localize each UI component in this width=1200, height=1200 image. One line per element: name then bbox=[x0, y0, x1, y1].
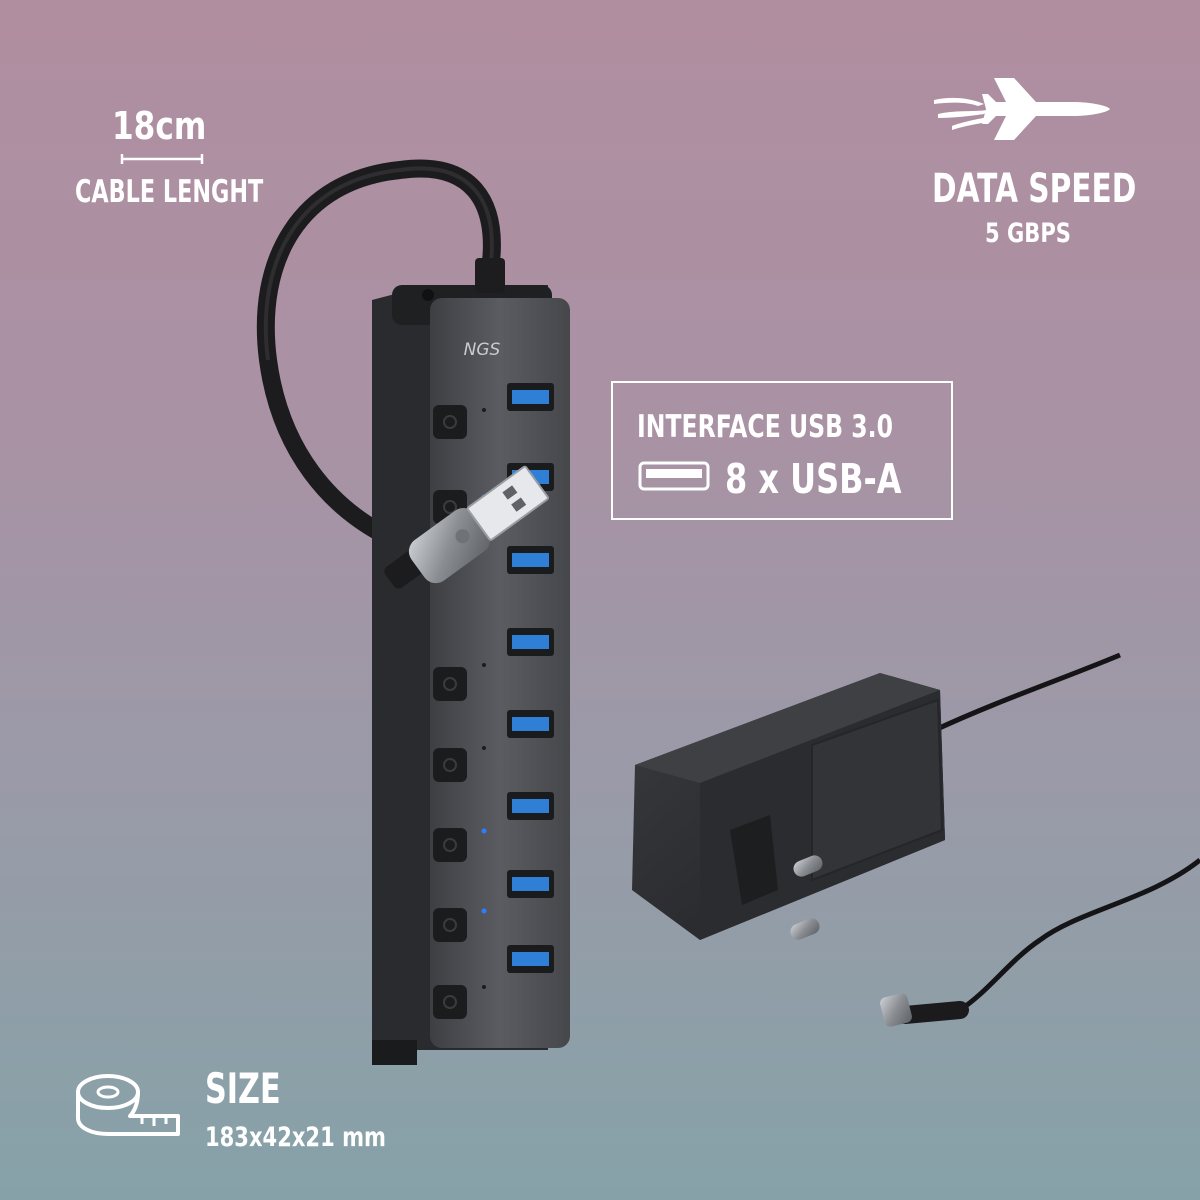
usb-plug bbox=[384, 465, 549, 589]
hub-brand-logo: NGS bbox=[464, 340, 501, 360]
hub-ports bbox=[433, 383, 554, 1019]
data-speed-value: 5 GBPS bbox=[985, 218, 1071, 249]
jet-icon bbox=[934, 78, 1110, 140]
size-label: SIZE bbox=[205, 1064, 281, 1113]
tape-measure-icon bbox=[76, 1074, 180, 1136]
interface-title: INTERFACE USB 3.0 bbox=[637, 409, 894, 445]
power-adapter bbox=[632, 673, 945, 940]
interface-ports: 8 x USB-A bbox=[725, 455, 902, 503]
usb-port-icon bbox=[638, 461, 710, 491]
adapter-cable bbox=[880, 652, 1200, 1027]
ruler-icon bbox=[120, 154, 204, 164]
usb-hub: NGS bbox=[372, 258, 570, 1065]
data-speed-block: DATA SPEED 5 GBPS bbox=[920, 66, 1140, 256]
usb-cable bbox=[256, 159, 501, 549]
data-speed-label: DATA SPEED bbox=[932, 166, 1137, 212]
cable-length-value: 18cm bbox=[112, 104, 207, 148]
cable-length-block: 18cm CABLE LENGHT bbox=[70, 100, 270, 220]
interface-box: INTERFACE USB 3.0 8 x USB-A bbox=[611, 381, 953, 520]
size-block: SIZE 183x42x21 mm bbox=[70, 1060, 400, 1160]
cable-length-label: CABLE LENGHT bbox=[75, 174, 264, 210]
size-value: 183x42x21 mm bbox=[205, 1122, 386, 1153]
